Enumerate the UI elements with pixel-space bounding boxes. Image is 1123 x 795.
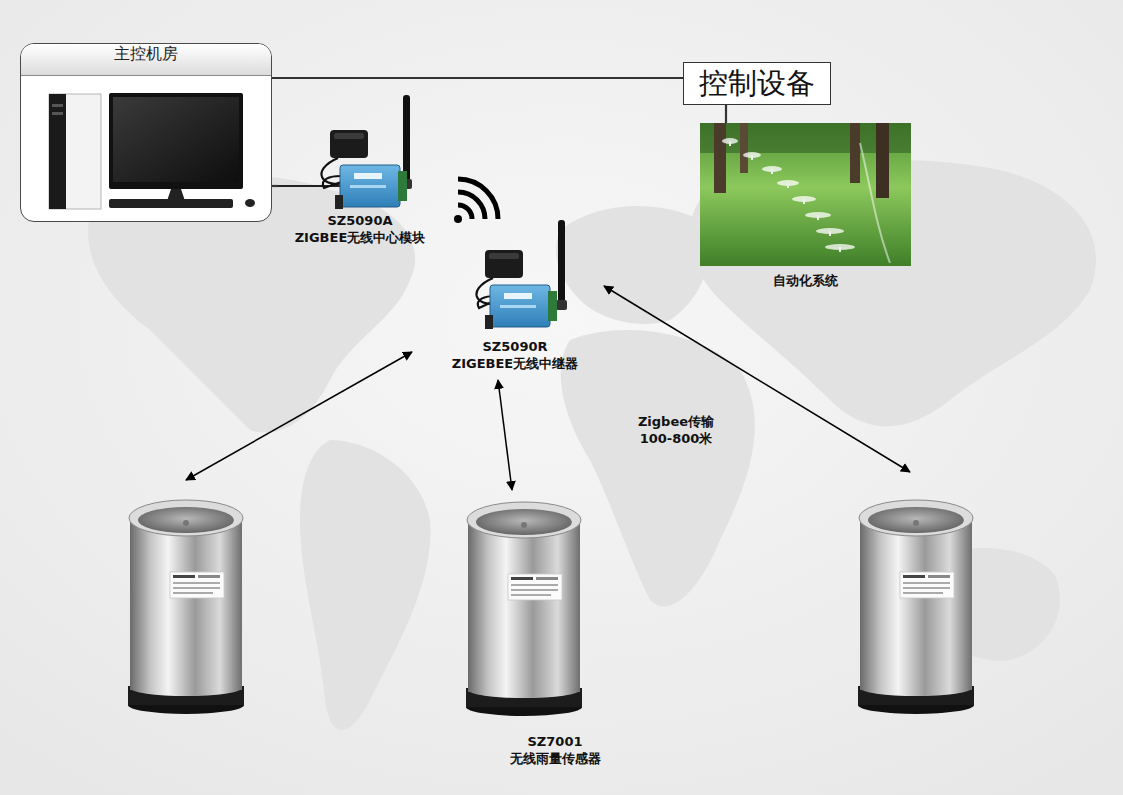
connector: [272, 77, 683, 79]
rain-sensor: [858, 500, 974, 714]
zigbee-relay: SZ5090R ZIGEBEE无线中继器: [430, 215, 600, 380]
device-caption: SZ5090A ZIGBEE无线中心模块: [278, 212, 442, 246]
caption: 自动化系统: [700, 272, 911, 289]
zigbee-center-module: SZ5090A ZIGBEE无线中心模块: [278, 92, 442, 252]
connector: [498, 380, 512, 490]
device-caption: SZ5090R ZIGEBEE无线中继器: [430, 338, 600, 372]
device-caption: 自动化系统: [700, 272, 911, 289]
rain-sensor: [128, 500, 244, 714]
room-title: 主控机房: [114, 44, 178, 63]
irrigation-photo-illustration: [700, 123, 911, 272]
irrigation-photo: 自动化系统: [700, 123, 911, 293]
control-device-box: 控制设备: [683, 62, 831, 105]
machine-room-box: 主控机房: [20, 43, 272, 222]
zigbee-center-module-illustration: [278, 92, 442, 212]
world-map: [88, 160, 1096, 730]
box-header: 主控机房: [21, 44, 271, 76]
device-caption: SZ7001 无线雨量传感器: [495, 733, 615, 767]
range-note: Zigbee传输 100-800米: [626, 413, 726, 447]
wifi-symbol: [454, 179, 498, 223]
rain-sensor-illustration: [455, 490, 655, 733]
connector: [725, 105, 727, 123]
link-label: Zigbee传输 100-800米: [626, 413, 726, 447]
caption: SZ5090R ZIGEBEE无线中继器: [430, 338, 600, 372]
connector: [272, 185, 278, 187]
caption: SZ5090A ZIGBEE无线中心模块: [278, 212, 442, 246]
zigbee-relay-illustration: [430, 215, 600, 338]
caption: SZ7001 无线雨量传感器: [495, 733, 615, 767]
zigbee-link-arrow: [186, 286, 910, 480]
device-label: 控制设备: [699, 66, 815, 100]
rain-sensor: SZ7001 无线雨量传感器: [455, 490, 655, 780]
